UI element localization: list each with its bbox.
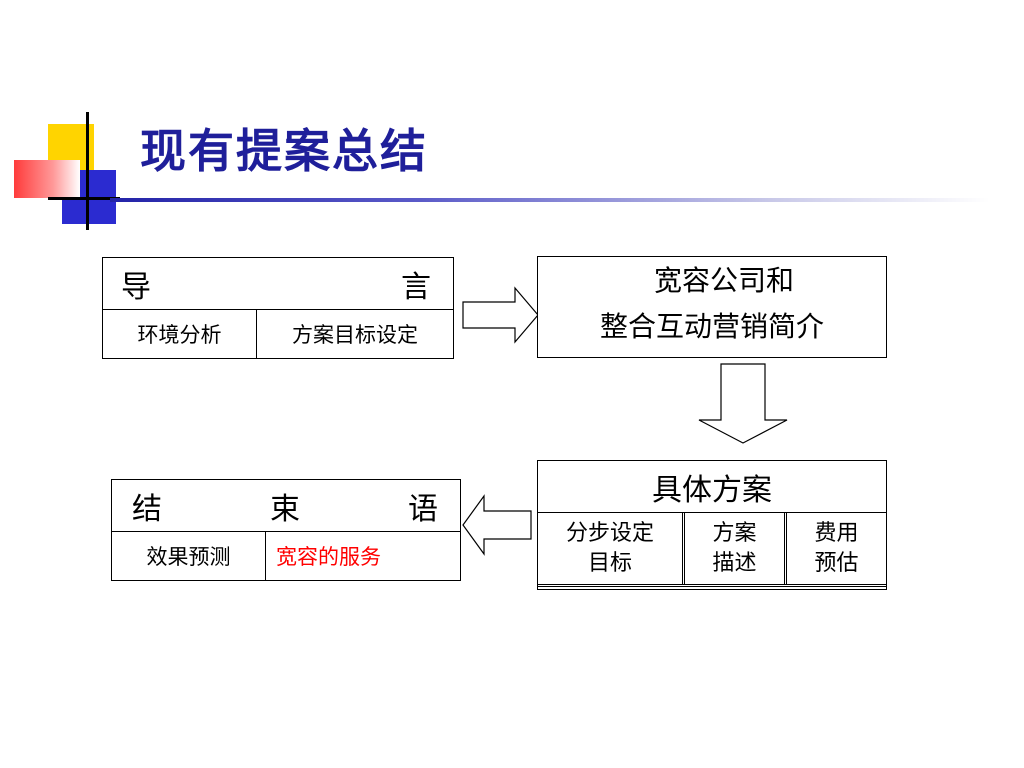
arrow-left-icon <box>462 494 532 556</box>
intro-heading-left: 导 <box>121 269 151 305</box>
arrow-right-icon <box>462 286 539 344</box>
intro-heading-right: 言 <box>401 269 431 305</box>
closing-cell-service: 宽容的服务 <box>276 545 381 569</box>
plan-cells: 分步设定 目标 方案 描述 费用 预估 <box>538 513 886 587</box>
logo-horizontal-line <box>48 197 120 200</box>
logo-red-square <box>14 160 80 198</box>
plan-box: 具体方案 分步设定 目标 方案 描述 费用 预估 <box>537 460 887 590</box>
plan-cell-description-line1: 方案 <box>712 520 757 546</box>
intro-cells: 环境分析 方案目标设定 <box>103 310 453 358</box>
closing-box: 结 束 语 效果预测 宽容的服务 <box>111 479 461 581</box>
plan-cell-cost-line1: 费用 <box>814 520 859 546</box>
intro-cell-goal: 方案目标设定 <box>292 323 418 347</box>
page-title: 现有提案总结 <box>140 124 428 178</box>
closing-cells: 效果预测 宽容的服务 <box>112 532 460 580</box>
closing-heading-char3: 语 <box>408 491 438 527</box>
title-underline <box>110 198 990 202</box>
plan-cell-cost: 费用 预估 <box>787 513 886 584</box>
plan-cell-description: 方案 描述 <box>685 513 787 584</box>
plan-cell-cost-line2: 预估 <box>814 550 859 576</box>
company-line2: 整合互动营销简介 <box>599 310 824 343</box>
intro-box: 导 言 环境分析 方案目标设定 <box>102 257 454 359</box>
plan-cell-steps: 分步设定 目标 <box>538 513 685 584</box>
logo-vertical-line <box>86 112 89 230</box>
closing-heading-char2: 束 <box>270 491 300 527</box>
plan-cell-steps-line1: 分步设定 <box>565 520 654 546</box>
closing-cell-effect: 效果预测 <box>112 532 266 580</box>
intro-heading: 导 言 <box>103 258 453 310</box>
company-line1: 宽容公司和 <box>653 264 794 297</box>
company-box: 宽容公司和 整合互动营销简介 <box>537 256 887 358</box>
arrow-down-icon <box>698 363 788 444</box>
plan-cell-steps-line2: 目标 <box>587 550 632 576</box>
closing-heading: 结 束 语 <box>112 480 460 532</box>
intro-cell-environment: 环境分析 <box>103 310 257 358</box>
plan-cell-description-line2: 描述 <box>712 550 757 576</box>
plan-heading: 具体方案 <box>538 461 886 513</box>
closing-heading-char1: 结 <box>132 491 162 527</box>
